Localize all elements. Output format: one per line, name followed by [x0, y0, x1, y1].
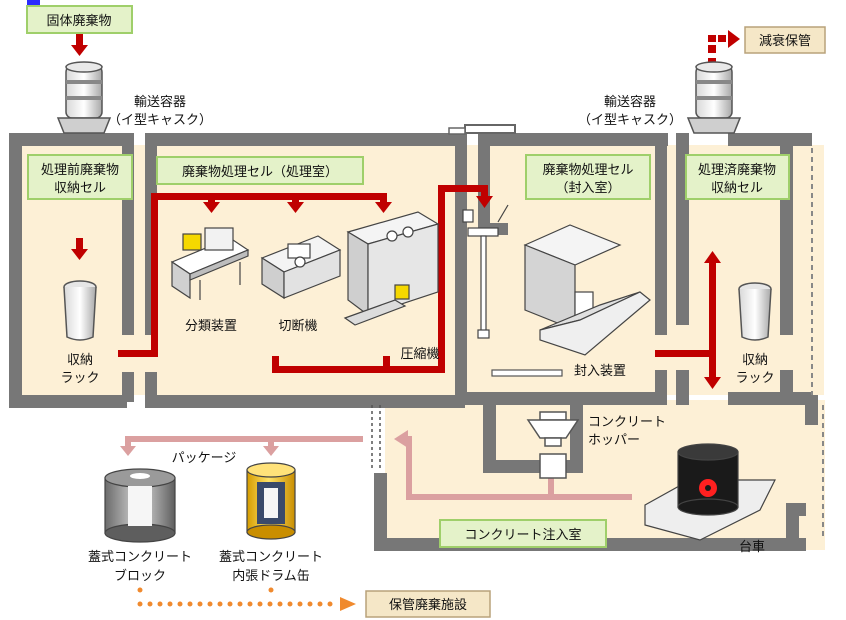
floor-plate	[491, 369, 563, 377]
rack-right-container	[738, 282, 772, 341]
hopper-label-2: ホッパー	[588, 433, 640, 448]
corner-marker	[27, 0, 40, 5]
cutter-machine	[260, 235, 342, 300]
storage-facility-box	[365, 590, 491, 618]
drum-label-2: 内張ドラム缶	[232, 568, 310, 584]
pre-storage-cell-label-2: 収納セル	[54, 181, 106, 196]
concrete-block-package	[104, 468, 176, 543]
concrete-room-box	[439, 519, 607, 548]
rack-left-label-2: ラック	[60, 371, 99, 386]
sealing-cell-label-1: 廃棄物処理セル	[542, 162, 633, 178]
sealing-cell-label-2: （封入室）	[555, 180, 620, 196]
compactor-machine	[343, 211, 440, 326]
rack-left-label-1: 収納	[67, 353, 93, 368]
cart	[644, 443, 776, 541]
cask-left-label-1: 輸送容器	[134, 94, 186, 110]
hatch	[464, 124, 516, 134]
storage-dotted-arrow	[137, 587, 356, 611]
concrete-room-label: コンクリート注入室	[464, 527, 581, 543]
pre-storage-cell-box	[27, 154, 133, 200]
decay-storage-label: 減衰保管	[759, 33, 811, 49]
concrete-hopper	[526, 411, 580, 479]
rack-right-label-1: 収納	[742, 353, 768, 368]
processing-cell-box	[156, 156, 364, 185]
cart-label: 台車	[739, 540, 765, 555]
rack-left-container	[63, 280, 97, 341]
input-arrow-shaft	[76, 34, 83, 46]
red-flow-lines	[71, 185, 721, 389]
solid-waste-box	[26, 5, 133, 34]
pink-flow-lines	[120, 430, 632, 500]
storage-facility-label: 保管廃棄施設	[389, 597, 467, 613]
post-storage-cell-box	[685, 154, 790, 200]
cutter-label: 切断機	[278, 319, 317, 334]
sorter-machine	[170, 227, 250, 300]
decay-storage-box	[744, 26, 826, 54]
decay-dashed-arrow	[708, 30, 740, 65]
sealing-machine	[523, 224, 651, 356]
post-storage-cell-label-1: 処理済廃棄物	[698, 162, 776, 178]
cask-right	[686, 61, 742, 134]
solid-waste-label: 固体廃棄物	[46, 13, 111, 29]
sealing-cell-box	[525, 154, 651, 200]
sorter-label: 分類装置	[185, 319, 237, 334]
block-label-1: 蓋式コンクリート	[88, 550, 192, 565]
sealer-label: 封入装置	[574, 364, 626, 379]
processing-cell-label: 廃棄物処理セル（処理室）	[182, 164, 338, 180]
block-label-2: ブロック	[114, 568, 166, 584]
concrete-drum-package	[246, 462, 296, 540]
pre-storage-cell-label-1: 処理前廃棄物	[41, 162, 119, 178]
package-title: パッケージ	[172, 451, 237, 466]
cask-left	[56, 61, 112, 134]
compactor-label: 圧縮機	[400, 346, 439, 362]
hopper-label-1: コンクリート	[588, 415, 666, 430]
cask-right-label-2: （イ型キャスク）	[578, 113, 682, 128]
post-storage-cell-label-2: 収納セル	[711, 181, 763, 196]
drum-label-1: 蓋式コンクリート	[219, 550, 323, 565]
cask-right-label-1: 輸送容器	[604, 94, 656, 110]
input-arrow-head	[71, 45, 88, 56]
cask-left-label-2: （イ型キャスク）	[108, 113, 212, 128]
hatch-handle	[448, 127, 466, 135]
transfer-lift	[462, 204, 509, 339]
rack-right-label-2: ラック	[735, 371, 774, 386]
